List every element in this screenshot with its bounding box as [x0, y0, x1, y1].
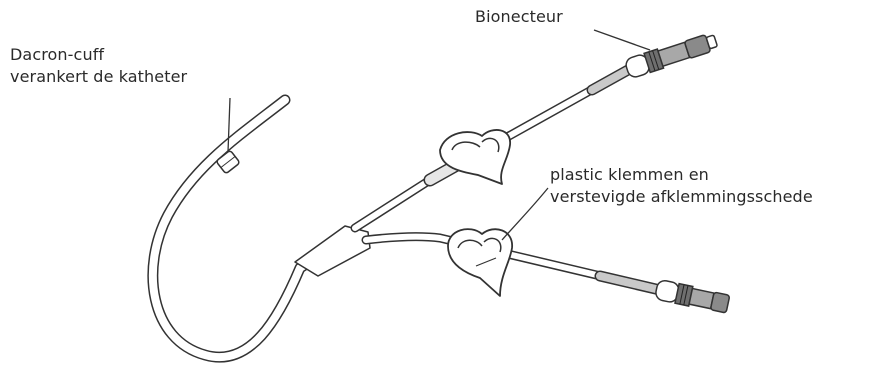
clamp-label-line2: verstevigde afklemmingsschede — [550, 186, 813, 208]
upper-bionecteur-connector — [624, 31, 719, 79]
dacron-cuff-label: Dacron-cuff verankert de katheter — [10, 44, 187, 88]
clamp-label-line1: plastic klemmen en — [550, 164, 813, 186]
clamp-label: plastic klemmen en verstevigde afklemmin… — [550, 164, 813, 208]
main-catheter-tube — [153, 100, 355, 357]
bifurcation-hub — [295, 226, 370, 276]
leader-line-clamp — [502, 188, 548, 240]
lower-bionecteur-connector — [654, 279, 730, 314]
cuff-label-line2: verankert de katheter — [10, 66, 187, 88]
cuff-label-line1: Dacron-cuff — [10, 44, 187, 66]
leader-line-bionecteur — [594, 30, 650, 50]
bionecteur-label: Bionecteur — [475, 6, 563, 28]
